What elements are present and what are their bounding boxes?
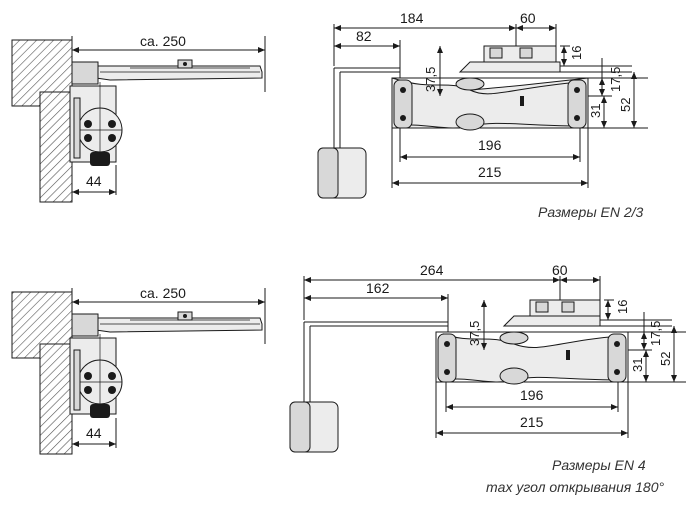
dim-196: 196 — [520, 387, 544, 403]
dim-16: 16 — [569, 46, 584, 60]
dim-31: 31 — [588, 104, 603, 118]
dim-37-5: 37,5 — [423, 67, 438, 92]
caption-bottom-line2: max угол открывания 180° — [486, 479, 664, 495]
closer-body-front — [435, 331, 629, 383]
caption-bottom-line1: Размеры EN 4 — [552, 457, 646, 473]
dim-52: 52 — [658, 352, 673, 366]
bottom-pivot — [90, 404, 110, 418]
arm-shoe — [71, 313, 99, 337]
dim-215: 215 — [478, 164, 502, 180]
dim-184: 184 — [400, 10, 424, 26]
bottom-side-view: ca. 250 44 — [11, 285, 266, 455]
wall-hatch-lower — [39, 91, 73, 203]
dim-37-5: 37,5 — [467, 321, 482, 346]
offset-label: 44 — [86, 173, 102, 189]
dim-17-5: 17,5 — [608, 67, 623, 92]
top-front-view: 184 60 82 37,5 16 17,5 31 52 196 2 — [317, 10, 648, 199]
caption-top: Размеры EN 2/3 — [538, 204, 644, 220]
arm-length-label: ca. 250 — [140, 285, 186, 301]
dim-31: 31 — [630, 358, 645, 372]
arm-length-label: ca. 250 — [140, 33, 186, 49]
dim-16: 16 — [615, 300, 630, 314]
dim-52: 52 — [618, 98, 633, 112]
arm-shoe — [71, 61, 99, 85]
dim-162: 162 — [366, 280, 390, 296]
dim-196: 196 — [478, 137, 502, 153]
dim-264: 264 — [420, 262, 444, 278]
dim-60: 60 — [520, 10, 536, 26]
dim-17-5: 17,5 — [648, 321, 663, 346]
bottom-front-view: 264 60 162 37,5 16 17,5 31 52 196 — [289, 262, 686, 453]
offset-label: 44 — [86, 425, 102, 441]
dim-60: 60 — [552, 262, 568, 278]
dim-215: 215 — [520, 414, 544, 430]
dim-82: 82 — [356, 28, 372, 44]
bottom-pivot — [90, 152, 110, 166]
wall-hatch-lower — [39, 343, 73, 455]
top-side-view: ca. 250 44 — [11, 33, 266, 203]
